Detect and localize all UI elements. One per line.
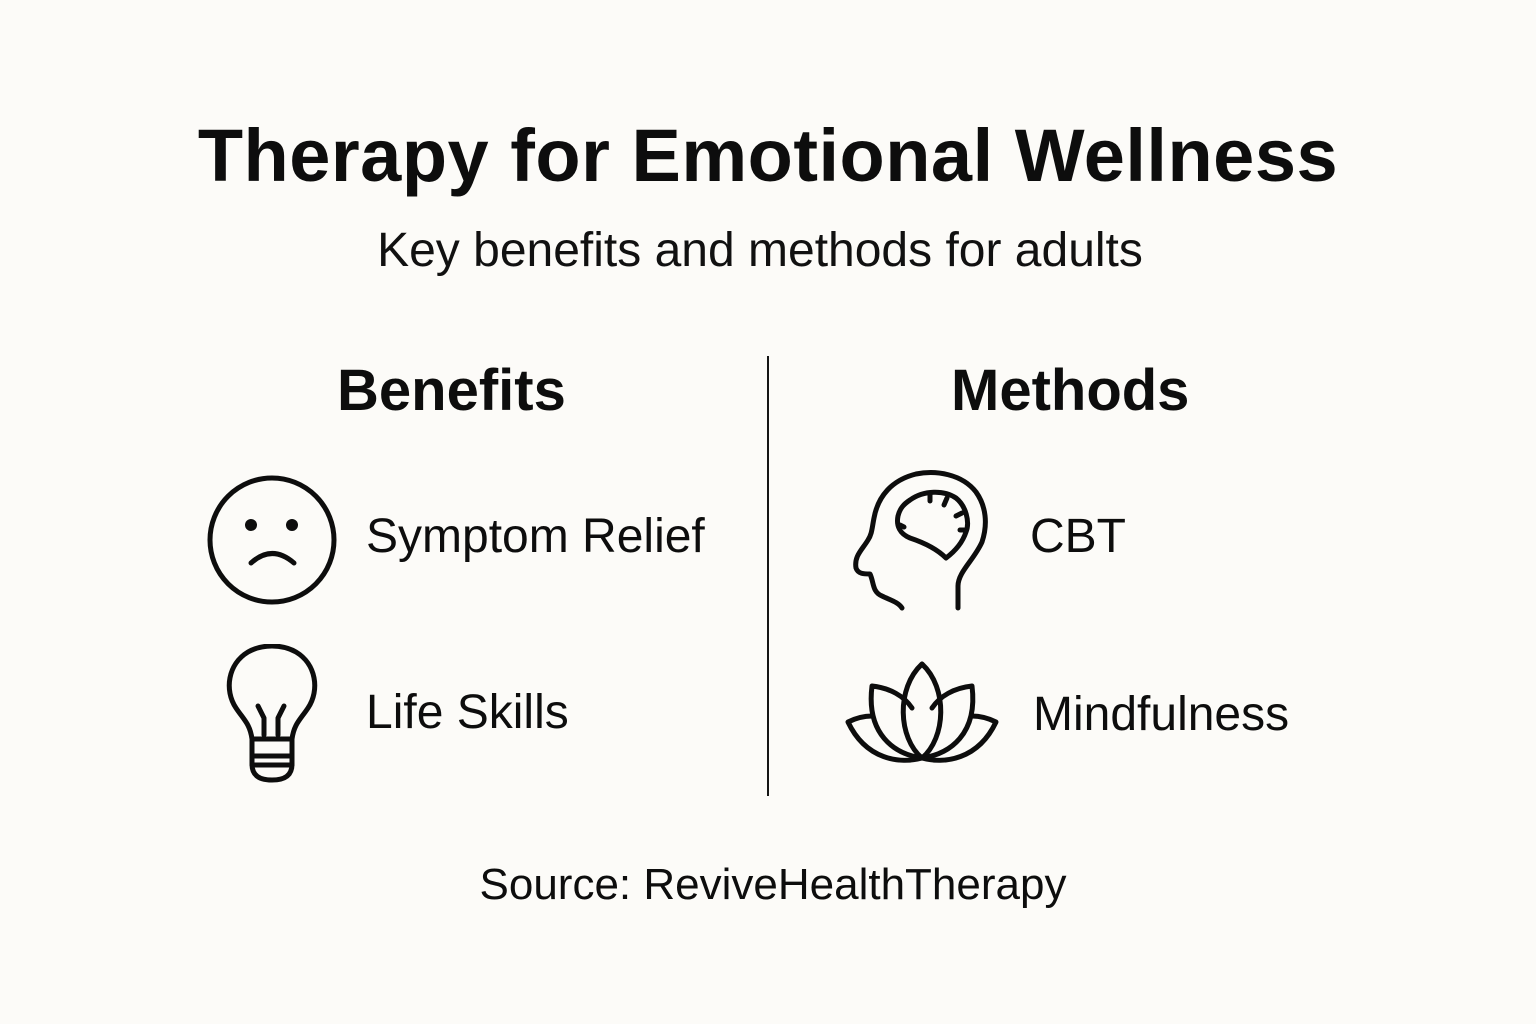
sad-face-icon <box>206 474 338 611</box>
benefits-heading: Benefits <box>337 358 566 423</box>
page-subtitle: Key benefits and methods for adults <box>377 224 1143 277</box>
method-label: Mindfulness <box>1033 688 1290 741</box>
page-title: Therapy for Emotional Wellness <box>197 114 1339 197</box>
lotus-icon <box>844 660 1000 769</box>
method-label: CBT <box>1030 510 1126 563</box>
lightbulb-icon <box>222 643 322 791</box>
methods-heading: Methods <box>951 358 1190 423</box>
benefit-label: Symptom Relief <box>366 510 705 563</box>
source-caption: Source: ReviveHealthTherapy <box>479 860 1067 909</box>
benefit-label: Life Skills <box>366 686 569 739</box>
column-divider <box>767 356 769 796</box>
head-brain-icon <box>850 468 990 617</box>
